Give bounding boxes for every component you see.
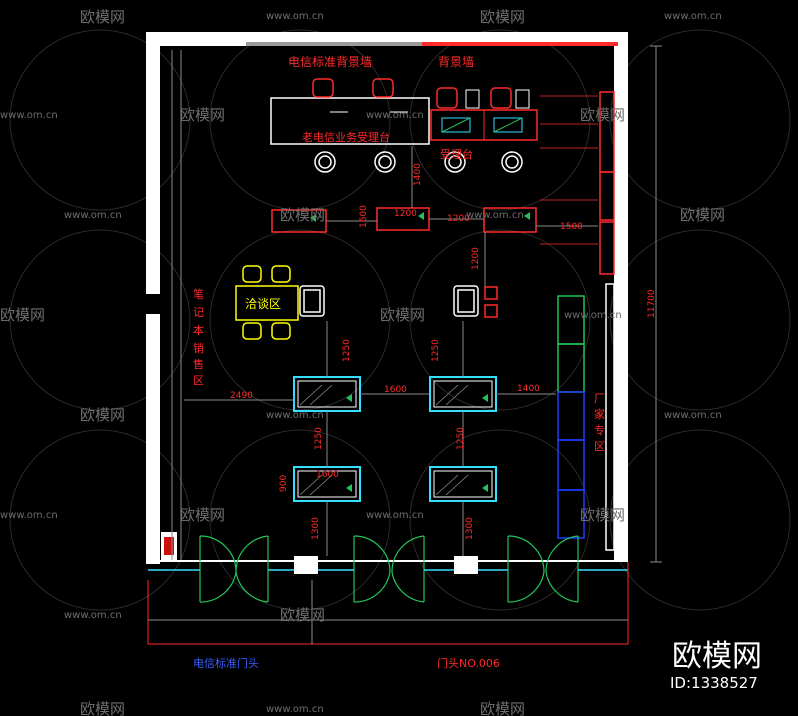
watermark-circles [9, 29, 791, 611]
svg-text:笔: 笔 [193, 287, 204, 301]
storefront-frame [147, 562, 629, 645]
watermark-brand: 欧模网 [480, 700, 525, 716]
svg-text:1250: 1250 [342, 339, 352, 362]
watermark-site: www.om.cn [366, 110, 424, 121]
svg-text:区: 区 [594, 440, 605, 453]
stools [314, 151, 523, 173]
watermark-site: www.om.cn [564, 310, 622, 321]
entrance-doors [199, 535, 579, 603]
svg-text:1400: 1400 [413, 163, 423, 186]
building-walls [146, 32, 628, 564]
label-telecom-bg-wall: 电信标准背景墙 [288, 55, 372, 69]
svg-text:家: 家 [594, 407, 605, 421]
watermark-brand: 欧模网 [80, 8, 125, 26]
svg-text:1250: 1250 [431, 339, 441, 362]
watermark-site: www.om.cn [0, 510, 58, 521]
label-bg-wall: 背景墙 [438, 55, 474, 69]
label-door-telecom: 电信标准门头 [193, 656, 259, 670]
right-wall-cabinets [599, 91, 615, 275]
watermark-brand: 欧模网 [180, 106, 225, 124]
new-service-counter [430, 87, 538, 141]
watermark-site: www.om.cn [664, 410, 722, 421]
right-callout-lines [540, 95, 598, 245]
svg-text:1200: 1200 [471, 247, 481, 270]
watermark-site: www.om.cn [0, 110, 58, 121]
door-posts [294, 556, 478, 574]
watermark-brand: 欧模网 [580, 106, 625, 124]
old-service-counter [270, 78, 430, 145]
watermark-stamp: 欧模网 ID:1338527 [664, 630, 782, 694]
watermark-brand: 欧模网 [80, 406, 125, 424]
watermark-site: www.om.cn [64, 610, 122, 621]
svg-text:1600: 1600 [359, 205, 369, 228]
label-door-number: 门头NO.006 [437, 656, 500, 670]
watermark-brand: 欧模网 [280, 606, 325, 624]
label-old-counter: 老电信业务受理台 [302, 130, 390, 144]
svg-text:1500: 1500 [560, 222, 583, 232]
svg-text:专: 专 [594, 423, 605, 437]
display-cabinet-row [271, 146, 598, 292]
svg-text:1250: 1250 [314, 427, 324, 450]
svg-text:11700: 11700 [647, 289, 657, 318]
svg-text:1300: 1300 [311, 517, 321, 540]
watermark-brand: 欧模网 [0, 306, 45, 324]
svg-text:1250: 1250 [456, 427, 466, 450]
svg-text:1200: 1200 [447, 214, 470, 224]
watermark-brand: 欧模网 [380, 306, 425, 324]
svg-text:1400: 1400 [517, 384, 540, 394]
svg-text:1600: 1600 [384, 385, 407, 395]
svg-text:1200: 1200 [394, 209, 417, 219]
dimension-labels: 1400 1200 1600 1200 1500 1200 1250 1250 … [230, 163, 657, 540]
label-negotiation-area: 洽谈区 [245, 297, 281, 311]
island-connector-lines [184, 321, 556, 556]
watermark-site: www.om.cn [266, 410, 324, 421]
small-device-boxes [484, 286, 498, 318]
watermark-brand: 欧模网 [580, 506, 625, 524]
kiosk-machines [299, 285, 479, 317]
watermark-brand: 欧模网 [480, 8, 525, 26]
watermark-site: www.om.cn [64, 210, 122, 221]
watermark-site: www.om.cn [466, 210, 524, 221]
vendor-area-shelves [557, 283, 615, 551]
svg-text:1600: 1600 [316, 470, 339, 480]
svg-text:售: 售 [193, 357, 204, 371]
svg-text:销: 销 [193, 341, 204, 355]
watermark-site: www.om.cn [366, 510, 424, 521]
watermark-brand: 欧模网 [280, 206, 325, 224]
watermark-site: www.om.cn [266, 704, 324, 715]
right-dimension-line [650, 45, 662, 563]
watermark-site: www.om.cn [266, 11, 324, 22]
svg-text:2490: 2490 [230, 391, 253, 401]
notebook-area-label: 笔 记 本 销 售 区 [193, 287, 204, 387]
watermark-labels: 欧模网 欧模网 www.om.cn www.om.cn 欧模网 欧模网 www.… [0, 8, 725, 716]
negotiation-table [235, 265, 299, 340]
label-new-counter: 受理台 [440, 147, 473, 161]
svg-text:本: 本 [193, 323, 204, 337]
stamp-brand: 欧模网 [672, 639, 762, 674]
watermark-site: www.om.cn [664, 11, 722, 22]
stamp-id: ID:1338527 [670, 674, 758, 692]
svg-text:1300: 1300 [465, 517, 475, 540]
svg-text:900: 900 [279, 475, 289, 492]
watermark-brand: 欧模网 [680, 206, 725, 224]
svg-text:记: 记 [193, 306, 204, 319]
svg-text:区: 区 [193, 374, 204, 387]
left-guide-lines [171, 50, 182, 560]
vendor-area-label: 厂 家 专 区 [594, 392, 605, 453]
svg-text:厂: 厂 [594, 392, 605, 405]
watermark-brand: 欧模网 [80, 700, 125, 716]
watermark-brand: 欧模网 [180, 506, 225, 524]
